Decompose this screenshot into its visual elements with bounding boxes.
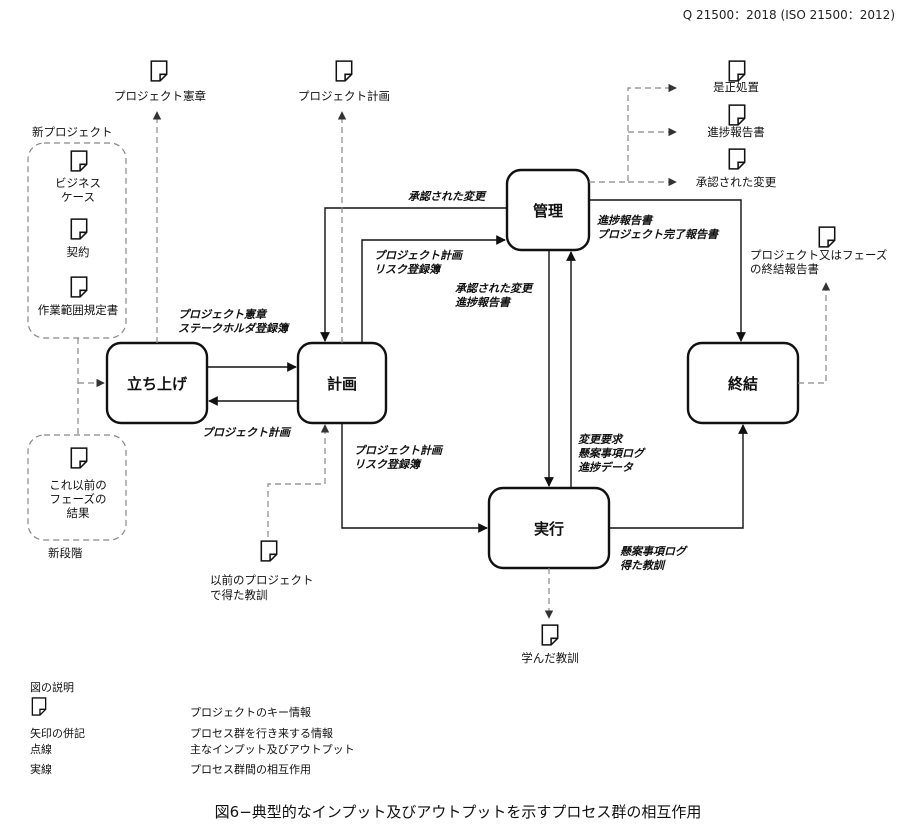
- plan-to-init-label: プロジェクト計画: [202, 426, 292, 439]
- approved-changes-doc-icon: [728, 148, 746, 170]
- previous-lessons-doc-icon: [260, 540, 278, 562]
- controlling-process: [505, 168, 591, 252]
- new-project-group: [27, 142, 127, 339]
- corrective-action-doc-icon: [728, 60, 746, 82]
- legend-title: 図の説明: [30, 680, 74, 694]
- legend-dashed: 点線: [30, 742, 52, 756]
- contract-label: 契約: [67, 245, 90, 259]
- plans-output-label: プロジェクト計画: [298, 89, 390, 103]
- impl-to-close-label: 懸案事項ログ得た教訓: [620, 545, 688, 572]
- business-case-doc-icon: [70, 150, 88, 172]
- legend-solid-desc: プロセス群間の相互作用: [190, 762, 311, 776]
- closing-report-doc-icon: [818, 226, 836, 248]
- charter-doc-icon: [150, 60, 168, 82]
- plan-to-impl-label: プロジェクト計画リスク登録簿: [354, 444, 444, 471]
- new-project-title: 新プロジェクト: [32, 125, 113, 139]
- closing-label: 終結: [728, 375, 758, 393]
- previous-phase-doc-icon: [70, 447, 88, 469]
- charter-output-label: プロジェクト憲章: [114, 89, 206, 103]
- ctrl-to-impl-label: 承認された変更進捗報告書: [455, 282, 534, 309]
- corrective-action-label: 是正処置: [713, 80, 759, 94]
- legend-doc-icon: [31, 697, 47, 716]
- closing-report-label: プロジェクト又はフェーズの終結報告書: [750, 248, 887, 276]
- new-phase-title: 新段階: [48, 546, 83, 560]
- initiating-label: 立ち上げ: [127, 375, 188, 393]
- progress-report-doc-icon: [728, 104, 746, 126]
- scope-statement-doc-icon: [70, 276, 88, 298]
- controlling-label: 管理: [533, 202, 563, 220]
- lessons-learned-label: 学んだ教訓: [521, 651, 579, 665]
- planning-label: 計画: [327, 375, 357, 393]
- plan-to-ctrl-label: プロジェクト計画リスク登録簿: [374, 249, 464, 276]
- scope-statement-label: 作業範囲規定書: [38, 303, 119, 317]
- legend-arrow-annotation: 矢印の併記: [30, 726, 85, 740]
- impl-to-ctrl-label: 変更要求懸案事項ログ進捗データ: [578, 433, 646, 474]
- previous-lessons-label: 以前のプロジェクトで得た教訓: [210, 573, 314, 602]
- plans-doc-icon: [335, 60, 353, 82]
- legend-arrow-annotation-desc: プロセス群を行き来する情報: [190, 726, 333, 740]
- previous-phase-label: これ以前のフェーズの結果: [49, 478, 107, 520]
- new-phase-group: [27, 434, 127, 541]
- init-to-plan-label: プロジェクト憲章ステークホルダ登録簿: [178, 308, 290, 335]
- ctrl-to-close-label: 進捗報告書プロジェクト完了報告書: [597, 214, 720, 241]
- progress-report-label: 進捗報告書: [707, 125, 765, 139]
- approved-changes-output-label: 承認された変更: [696, 175, 777, 189]
- figure-caption: 図6−典型的なインプット及びアウトプットを示すプロセス群の相互作用: [215, 803, 702, 821]
- implementing-label: 実行: [534, 520, 564, 538]
- legend-solid: 実線: [30, 762, 52, 776]
- standard-reference: Q 21500：2018 (ISO 21500：2012): [683, 8, 895, 22]
- legend-dashed-desc: 主なインプット及びアウトプット: [190, 743, 355, 756]
- contract-doc-icon: [70, 218, 88, 240]
- ctrl-to-plan-label: 承認された変更: [408, 190, 487, 203]
- lessons-learned-doc-icon: [541, 624, 559, 646]
- legend-row-key-info: プロジェクトのキー情報: [190, 706, 311, 719]
- business-case-label: ビジネスケース: [55, 176, 101, 204]
